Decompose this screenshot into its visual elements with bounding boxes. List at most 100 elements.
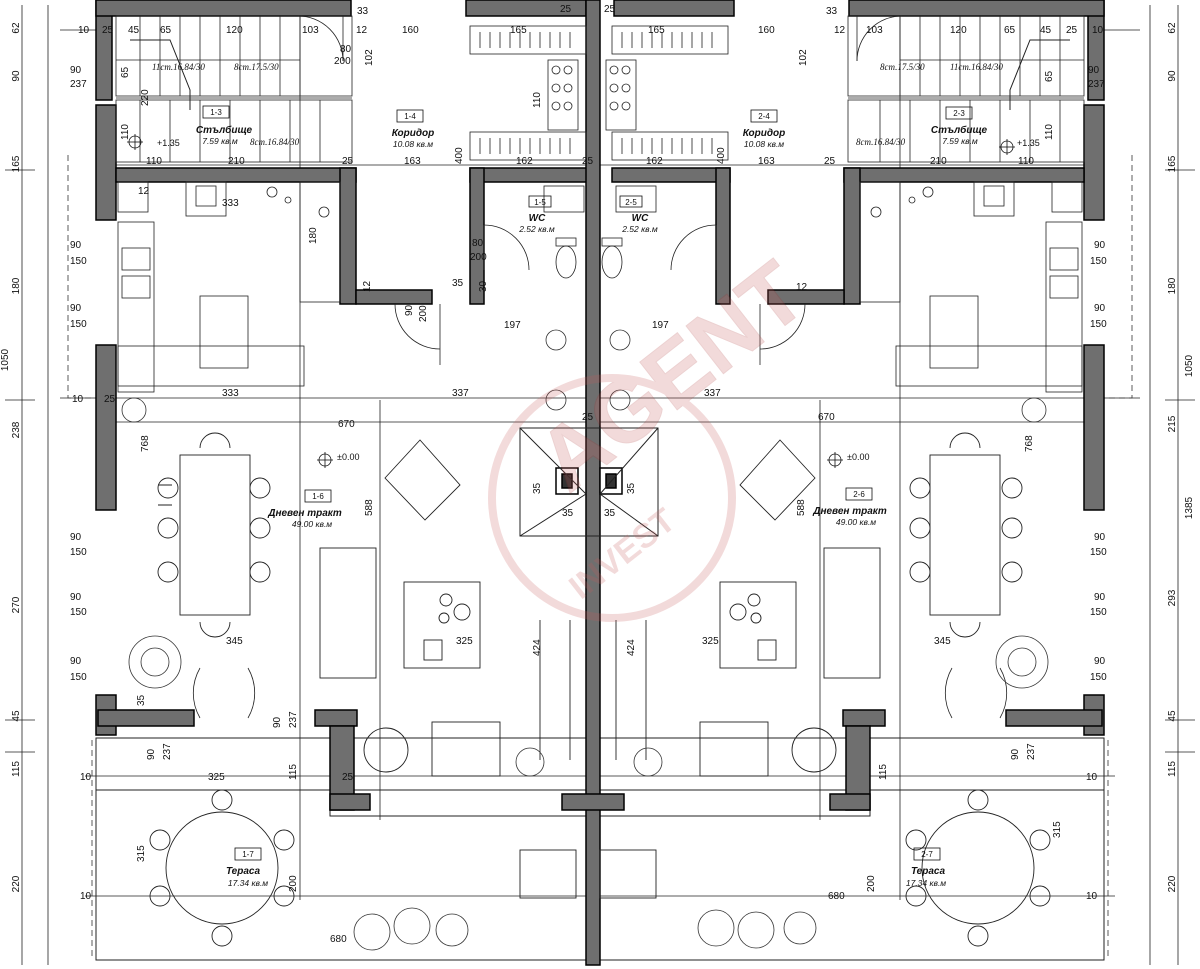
room-num-terrace-left: 1-7 — [242, 850, 254, 859]
dim-top-3: 65 — [160, 25, 172, 36]
dim-right-2: 165 — [1167, 155, 1178, 172]
dim-right-0: 62 — [1167, 22, 1178, 34]
living-furniture — [319, 439, 881, 777]
dim-misc-30: 424 — [532, 639, 543, 656]
dim-top-13: 12 — [834, 25, 846, 36]
dim-right-3: 180 — [1167, 277, 1178, 294]
level-stair-left: +1.35 — [157, 138, 180, 148]
room-name-wc-right: WC — [632, 213, 649, 224]
dim-misc-42: 200 — [866, 875, 877, 892]
dim-misc-25: 588 — [796, 499, 807, 516]
dim-left-0: 62 — [11, 22, 22, 34]
dim-misc-62: 115 — [878, 764, 889, 780]
dim-inner-left-0: 90 — [70, 65, 82, 76]
dim-top-0: 10 — [78, 25, 90, 36]
room-area-living-left: 49.00 кв.м — [292, 519, 332, 529]
dim-inner-left-10: 150 — [70, 607, 87, 618]
room-name-terrace-left: Тераса — [226, 866, 261, 877]
room-labels: 1-3 Стълбище 7.59 кв.м 1-4 Коридор 10.08… — [196, 108, 988, 888]
dim-right-6: 293 — [1167, 589, 1178, 606]
dim-left-2: 165 — [11, 155, 22, 172]
dim-misc-39: 680 — [330, 934, 347, 945]
room-num-terrace-right: 2-7 — [921, 850, 933, 859]
dim-top-8: 165 — [510, 25, 527, 36]
room-area-living-right: 49.00 кв.м — [836, 517, 876, 527]
dim-left-6: 45 — [11, 710, 22, 722]
dim-top-20: 33 — [357, 6, 369, 17]
dim-misc-45: 102 — [364, 49, 375, 66]
dim-misc-41: 315 — [1052, 821, 1063, 838]
inner-left-dimensions: 90 237 90 150 90 150 10 90 150 90 150 90… — [70, 65, 87, 683]
watermark-logo: AGENT INVEST — [488, 241, 823, 622]
dim-misc-34: 237 — [288, 711, 299, 728]
dim-misc-11: 12 — [362, 280, 373, 292]
row-dimensions: 110 210 25 163 162 25 162 163 25 210 110 — [146, 156, 1034, 167]
dim-misc-52: 220 — [140, 89, 151, 106]
dim-inner-left-11: 90 — [70, 656, 82, 667]
dim-inner-left-3: 150 — [70, 256, 87, 267]
dim-misc-10: 200 — [418, 305, 429, 322]
dim-misc-29: 325 — [702, 636, 719, 647]
dim-misc-43: 400 — [454, 147, 465, 164]
dim-misc-9: 90 — [404, 304, 415, 316]
dim-misc-19: 25 — [582, 412, 594, 423]
dim-top-5: 103 — [302, 25, 319, 36]
level-labels: +1.35 +1.35 ±0.00 ±0.00 — [157, 138, 1040, 462]
stair-note-left-b: 8ст.17.5/30 — [234, 62, 279, 72]
dim-misc-63: 237 — [162, 743, 173, 760]
dim-misc-35: 25 — [342, 772, 354, 783]
walls — [95, 0, 1105, 966]
dim-inner-right-8: 90 — [1094, 592, 1106, 603]
room-area-wc-left: 2.52 кв.м — [518, 224, 555, 234]
dim-top-17: 45 — [1040, 25, 1052, 36]
dim-misc-0: 12 — [138, 186, 150, 197]
svg-text:INVEST: INVEST — [562, 501, 682, 607]
doors — [192, 15, 1008, 719]
dim-misc-6: 30 — [478, 280, 489, 292]
dim-misc-8: 197 — [652, 320, 669, 331]
dim-left-3: 180 — [11, 277, 22, 294]
dim-row-10: 110 — [1018, 156, 1034, 167]
room-area-terrace-right: 17.34 кв.м — [906, 878, 946, 888]
dim-row-0: 110 — [146, 156, 162, 167]
room-area-wc-right: 2.52 кв.м — [621, 224, 658, 234]
dim-inner-right-2: 90 — [1094, 240, 1106, 251]
dim-top-1: 25 — [102, 25, 114, 36]
room-name-wc-left: WC — [529, 213, 546, 224]
dim-row-8: 25 — [824, 156, 836, 167]
dim-inner-right-3: 150 — [1090, 256, 1107, 267]
level-stair-right: +1.35 — [1017, 138, 1040, 148]
dim-misc-61: 115 — [288, 764, 299, 780]
dim-top-18: 25 — [1066, 25, 1078, 36]
dim-misc-38: 200 — [288, 875, 299, 892]
room-area-stair-right: 7.59 кв.м — [942, 136, 978, 146]
dim-misc-53: 80 — [340, 44, 352, 55]
stair-note-left-a: 11ст.16.84/30 — [152, 62, 205, 72]
dim-row-4: 162 — [516, 156, 533, 167]
room-number-boxes — [202, 105, 973, 861]
room-num-stair-right: 2-3 — [953, 109, 965, 118]
room-area-corridor-right: 10.08 кв.м — [744, 139, 784, 149]
kitchens — [117, 181, 1083, 393]
room-num-stair-left: 1-3 — [210, 108, 222, 117]
dim-misc-1: 333 — [222, 198, 239, 209]
dim-right-5: 215 — [1167, 415, 1178, 432]
dim-misc-50: 65 — [1044, 70, 1055, 82]
dim-inner-left-4: 90 — [70, 303, 82, 314]
dim-misc-20: 35 — [532, 482, 543, 494]
dim-right-9: 115 — [1167, 761, 1178, 777]
dim-misc-49: 65 — [120, 66, 131, 78]
dim-top-2: 45 — [128, 25, 140, 36]
dim-misc-54: 200 — [334, 56, 351, 67]
dim-inner-left-1: 237 — [70, 79, 87, 90]
dim-misc-60: 10 — [1086, 891, 1098, 902]
dim-inner-left-2: 90 — [70, 240, 82, 251]
dim-inner-right-1: 237 — [1088, 79, 1105, 90]
room-area-corridor-left: 10.08 кв.м — [393, 139, 433, 149]
level-living-left: ±0.00 — [337, 452, 359, 462]
dim-right-8: 45 — [1167, 710, 1178, 722]
dim-inner-right-10: 90 — [1094, 656, 1106, 667]
dim-misc-3: 80 — [472, 238, 484, 249]
dim-misc-7: 197 — [504, 320, 521, 331]
